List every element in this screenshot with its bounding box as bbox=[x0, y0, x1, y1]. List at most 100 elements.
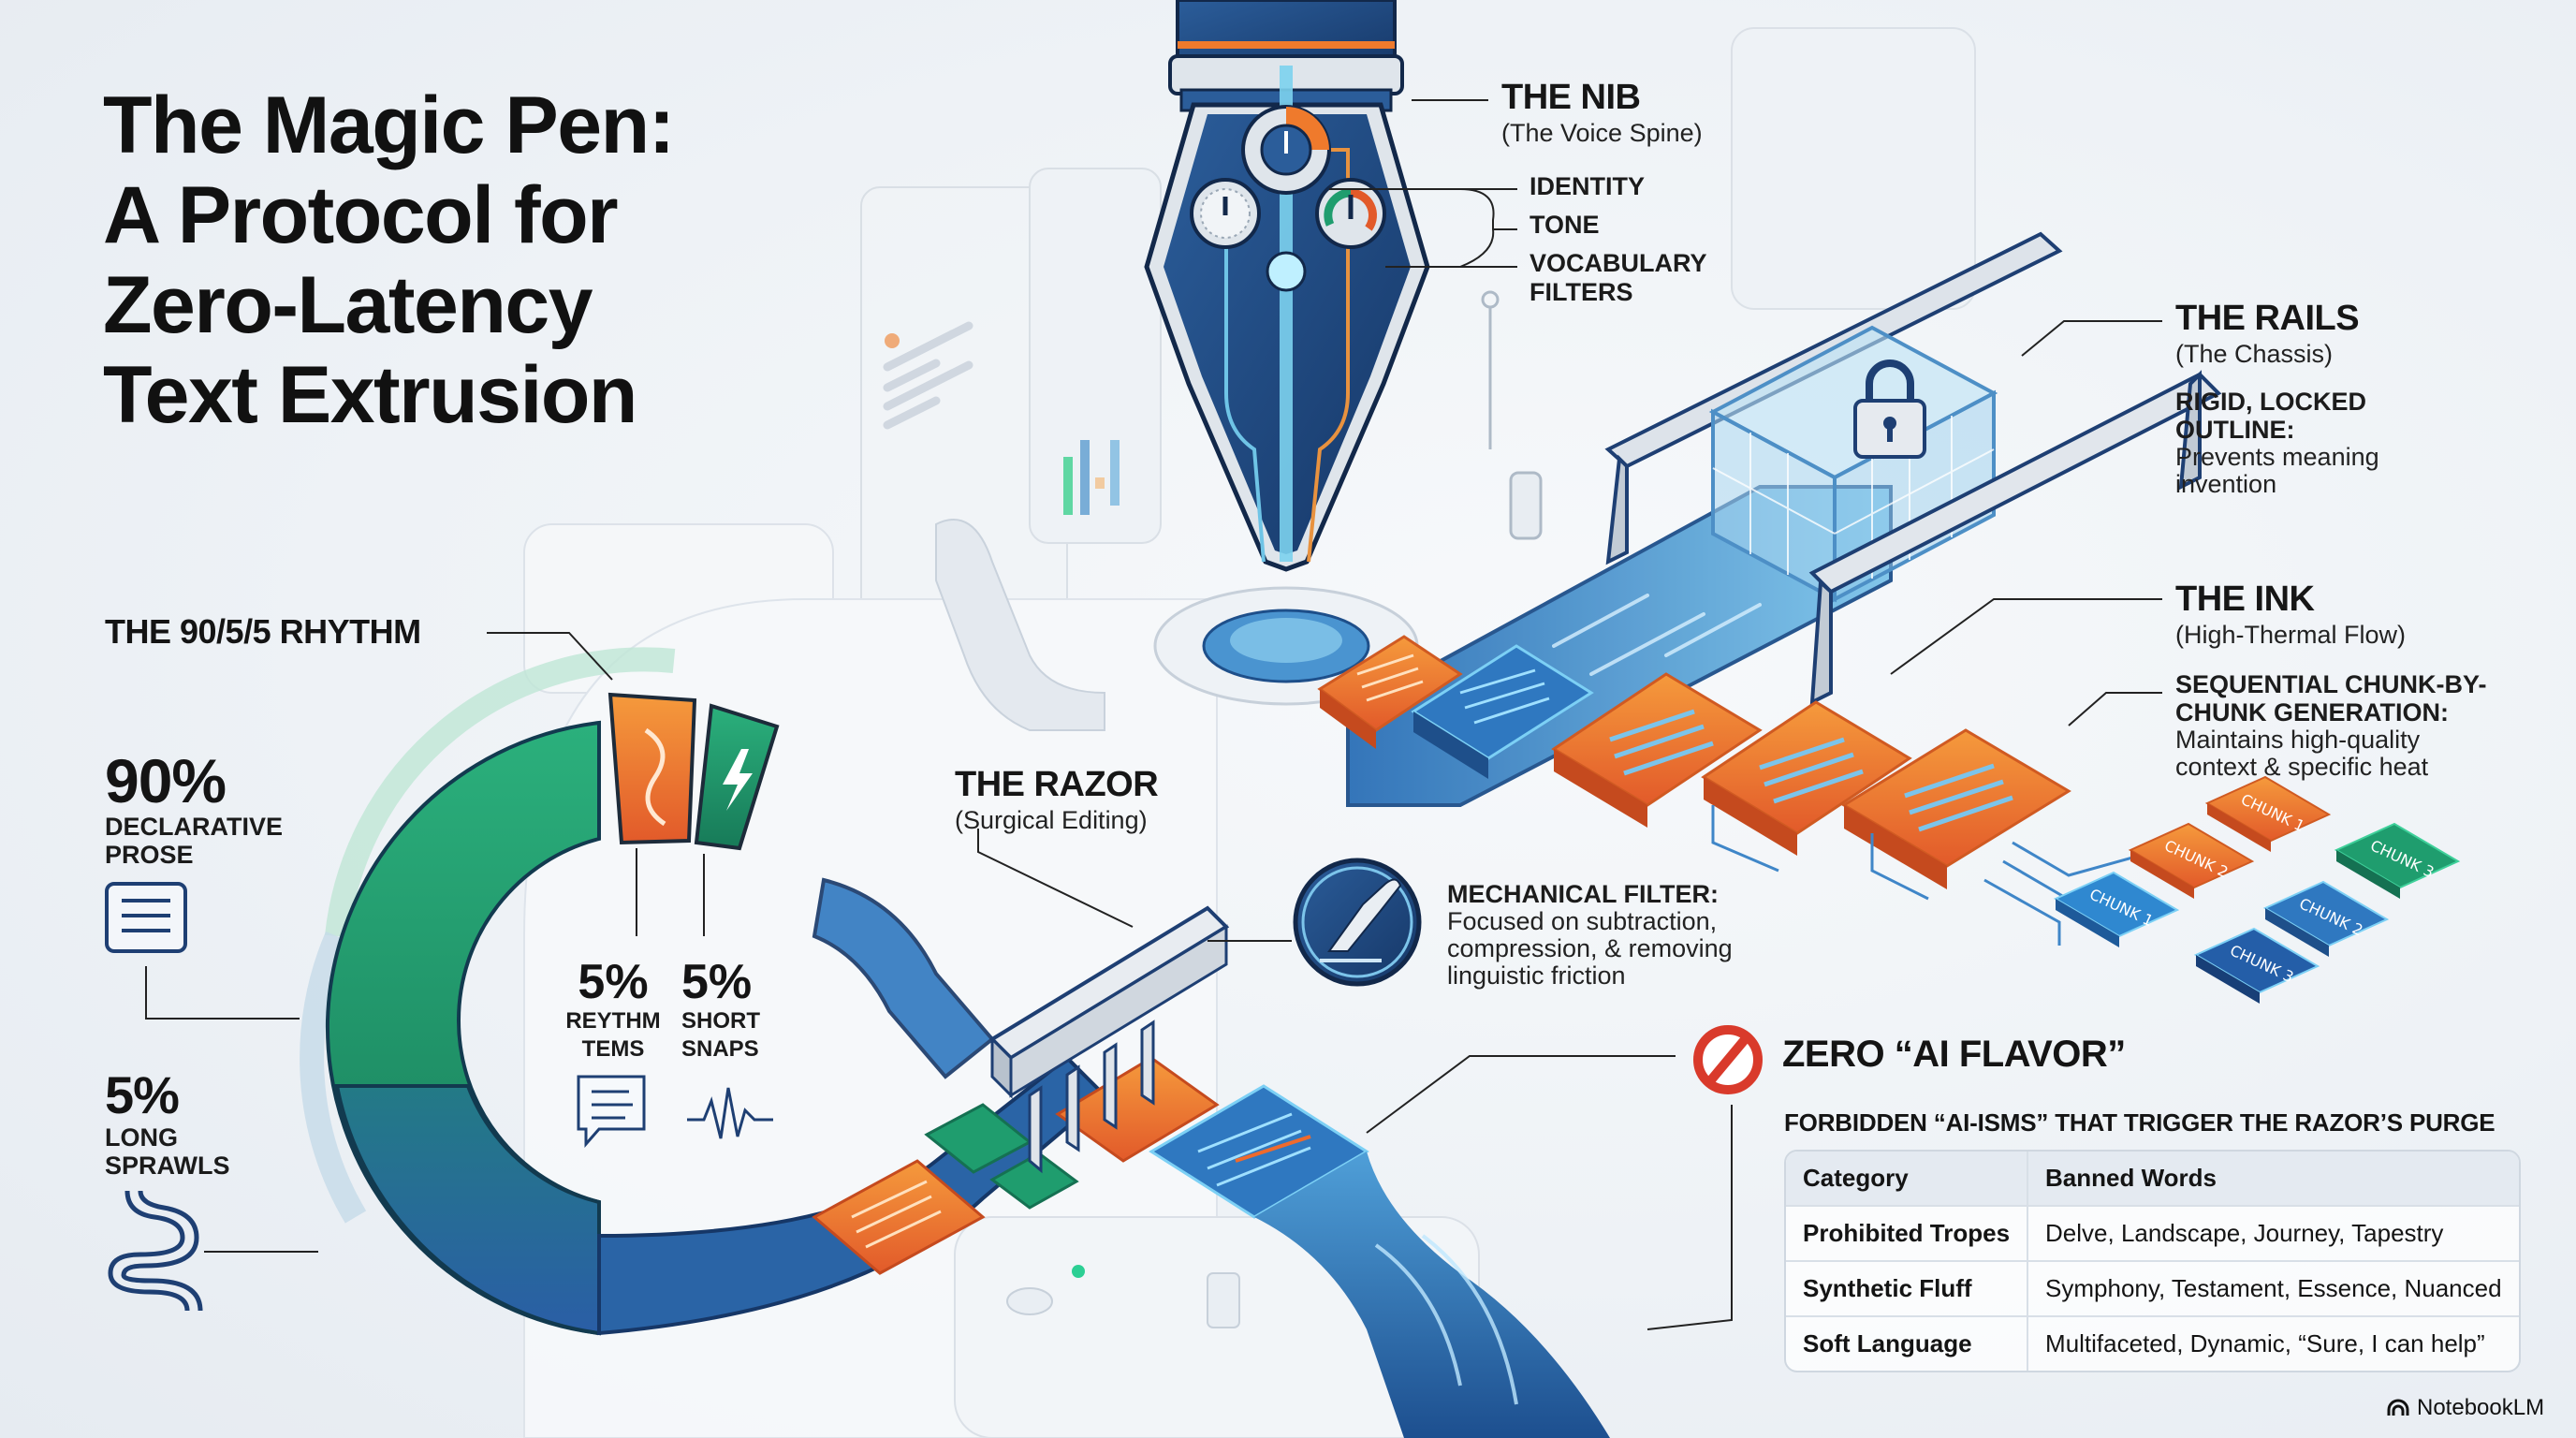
rails-leader-line bbox=[2021, 320, 2162, 357]
decorative-post bbox=[1481, 290, 1543, 540]
razor-blade bbox=[988, 905, 1230, 1174]
ink-description: SEQUENTIAL CHUNK-BY- CHUNK GENERATION: M… bbox=[2175, 670, 2531, 781]
ink-label: THE INK (High-Thermal Flow) bbox=[2175, 579, 2406, 650]
nib-control-filters: FILTERS bbox=[1530, 278, 1633, 306]
notebooklm-logo-icon bbox=[2387, 1399, 2409, 1416]
stream-block-orange bbox=[812, 1159, 986, 1275]
rails-desc-body: invention bbox=[2175, 470, 2277, 498]
title-line: A Protocol for bbox=[103, 170, 619, 260]
notebooklm-brand: NotebookLM bbox=[2387, 1395, 2544, 1421]
ink-desc-bold: CHUNK GENERATION: bbox=[2175, 698, 2449, 726]
brand-name: NotebookLM bbox=[2417, 1395, 2545, 1420]
segment-percent: 5% bbox=[105, 1065, 180, 1124]
title-line: Text Extrusion bbox=[103, 350, 637, 440]
rails-chassis bbox=[1604, 231, 2222, 706]
page-title: The Magic Pen: A Protocol for Zero-Laten… bbox=[103, 81, 814, 440]
nib-label: THE NIB (The Voice Spine) bbox=[1501, 77, 1703, 148]
razor-label: THE RAZOR (Surgical Editing) bbox=[955, 764, 1159, 835]
mechanical-filter-body: linguistic friction bbox=[1447, 961, 1626, 990]
segment-label: SNAPS bbox=[681, 1036, 759, 1062]
banned-words-cell: Symphony, Testament, Essence, Nuanced bbox=[2028, 1262, 2519, 1317]
banned-words-cell: Delve, Landscape, Journey, Tapestry bbox=[2028, 1207, 2519, 1262]
chunk-card: CHUNK 1 bbox=[2204, 775, 2332, 852]
category-cell: Synthetic Fluff bbox=[1786, 1262, 2029, 1317]
chunk-block bbox=[1317, 635, 1463, 749]
segment-label: LONG bbox=[105, 1123, 178, 1152]
table-row: Soft Language Multifaceted, Dynamic, “Su… bbox=[1786, 1317, 2519, 1371]
title-line: Zero-Latency bbox=[103, 260, 593, 350]
rhythm-segment-long-sprawls: 5% LONG SPRAWLS bbox=[105, 1065, 230, 1181]
nib-control-vocabulary: VOCABULARY bbox=[1530, 249, 1707, 277]
rails-description: RIGID, LOCKED OUTLINE: Prevents meaning … bbox=[2175, 388, 2456, 498]
zero-ai-flavor-heading: ZERO “AI FLAVOR” bbox=[1782, 1034, 2126, 1075]
chunk-block bbox=[1411, 644, 1594, 779]
nib-control-identity: IDENTITY bbox=[1530, 172, 1646, 200]
chunk-card: CHUNK 3 bbox=[2334, 822, 2461, 899]
chunk-card: CHUNK 1 bbox=[2053, 871, 2180, 947]
prohibited-icon bbox=[1693, 1025, 1763, 1094]
chunk-card: CHUNK 3 bbox=[2193, 927, 2320, 1004]
rhythm-segment-short-snaps: 5% SHORT SNAPS bbox=[681, 957, 794, 1064]
rails-desc-bold: RIGID, LOCKED bbox=[2175, 388, 2367, 416]
nib-heading: THE NIB bbox=[1501, 78, 1641, 117]
razor-heading: THE RAZOR bbox=[955, 765, 1159, 804]
rails-label: THE RAILS (The Chassis) bbox=[2175, 298, 2360, 369]
nib-subheading: (The Voice Spine) bbox=[1501, 119, 1703, 147]
rhythm-segment-rhythm-items: 5% REYTHM TEMS bbox=[562, 957, 665, 1064]
chunk-block bbox=[1551, 672, 1763, 828]
mechanical-filter-heading: MECHANICAL FILTER: bbox=[1447, 880, 1719, 908]
category-cell: Prohibited Tropes bbox=[1786, 1207, 2029, 1262]
ink-subheading: (High-Thermal Flow) bbox=[2175, 621, 2407, 649]
rails-desc-body: Prevents meaning bbox=[2175, 443, 2379, 471]
decorative-base bbox=[1006, 1265, 1240, 1328]
razor-subheading: (Surgical Editing) bbox=[955, 806, 1148, 834]
tone-dial bbox=[1190, 178, 1261, 249]
table-header-row: Category Banned Words bbox=[1786, 1152, 2519, 1207]
ink-chunk-blocks bbox=[1317, 635, 2154, 946]
decorative-ramp bbox=[935, 519, 1105, 731]
mechanical-filter-description: MECHANICAL FILTER: Focused on subtractio… bbox=[1447, 880, 1803, 990]
forbidden-table-title: FORBIDDEN “AI-ISMS” THAT TRIGGER THE RAZ… bbox=[1784, 1108, 2496, 1137]
decorative-doc-icon bbox=[883, 321, 973, 430]
nib-control-tone: TONE bbox=[1530, 211, 1600, 239]
column-header-category: Category bbox=[1786, 1152, 2029, 1207]
pulse-icon bbox=[687, 1087, 773, 1139]
rhythm-donut bbox=[300, 647, 780, 1336]
ink-desc-bold: SEQUENTIAL CHUNK-BY- bbox=[2175, 670, 2487, 698]
generation-chunks: CHUNK 1 CHUNK 2 CHUNK 1 CHUNK 3 CHUNK 2 … bbox=[2053, 775, 2461, 1004]
banned-words-cell: Multifaceted, Dynamic, “Sure, I can help… bbox=[2045, 1329, 2485, 1357]
table-row: Prohibited Tropes Delve, Landscape, Jour… bbox=[1786, 1207, 2519, 1262]
banned-words-table: Category Banned Words Prohibited Tropes … bbox=[1784, 1150, 2521, 1372]
winding-path-icon bbox=[108, 1190, 203, 1312]
document-icon bbox=[105, 882, 187, 953]
vocabulary-filters-dial bbox=[1315, 178, 1386, 249]
segment-percent: 90% bbox=[105, 746, 227, 815]
table-row: Synthetic Fluff Symphony, Testament, Ess… bbox=[1786, 1262, 2519, 1317]
column-header-banned-words: Banned Words bbox=[2028, 1152, 2519, 1207]
segment-label: TEMS bbox=[581, 1036, 645, 1062]
ink-leader-lines bbox=[1890, 598, 2162, 726]
segment-label: PROSE bbox=[105, 841, 194, 869]
segment-percent: 5% bbox=[681, 955, 753, 1009]
segment-label: SHORT bbox=[681, 1008, 760, 1034]
padlock-icon bbox=[1853, 360, 1926, 459]
rails-subheading: (The Chassis) bbox=[2175, 340, 2334, 368]
segment-label: DECLARATIVE bbox=[105, 813, 284, 841]
chunk-card: CHUNK 2 bbox=[2128, 822, 2255, 899]
chunk-block bbox=[1701, 700, 1912, 856]
chunk-block bbox=[1841, 728, 2071, 889]
rails-heading: THE RAILS bbox=[2175, 299, 2360, 338]
ink-desc-body: Maintains high-quality bbox=[2175, 726, 2421, 754]
segment-percent: 5% bbox=[578, 955, 649, 1009]
rhythm-heading: THE 90/5/5 RHYTHM bbox=[105, 612, 421, 651]
scalpel-icon bbox=[1293, 858, 1422, 987]
mechanical-filter-body: compression, & removing bbox=[1447, 934, 1733, 962]
nib-controls-list: IDENTITY TONE VOCABULARY FILTERS bbox=[1530, 172, 1707, 307]
chunk-card: CHUNK 2 bbox=[2262, 880, 2390, 957]
ink-heading: THE INK bbox=[2175, 580, 2315, 619]
pen-nib bbox=[1144, 66, 1430, 572]
rhythm-leader-line bbox=[145, 632, 613, 1253]
segment-label: REYTHM bbox=[565, 1008, 661, 1034]
rails-desc-bold: OUTLINE: bbox=[2175, 416, 2295, 444]
